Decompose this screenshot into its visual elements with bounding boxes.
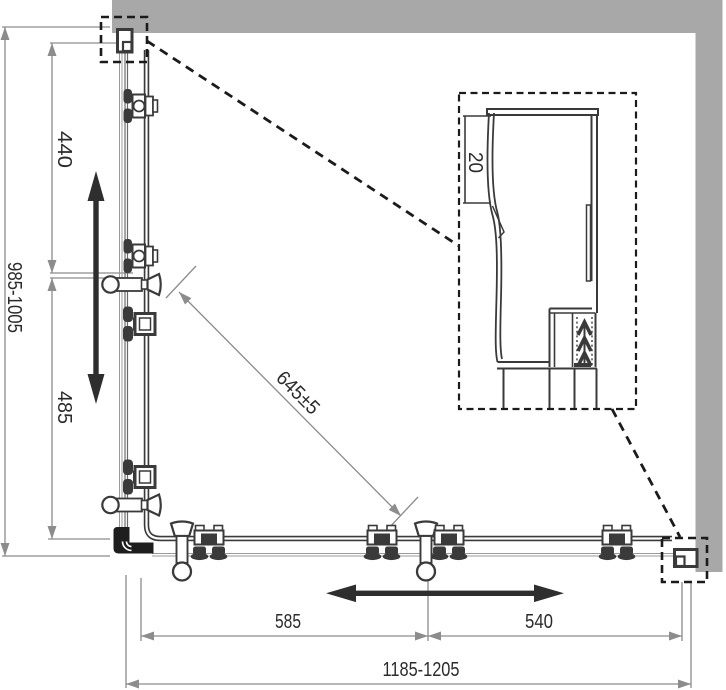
profile-left-wall [491,112,503,360]
arrowhead-diagonal [388,503,401,516]
dimension-label-bottom-fixed: 540 [525,611,553,633]
end-tick [165,265,197,299]
profile-top-flange [486,108,599,116]
horizontal-adjustment-arrow [326,584,564,603]
dimension-label-profile-depth: 20 [464,152,486,173]
corner-bracket [113,527,154,554]
dimension-label-bottom-door: 585 [275,611,301,633]
dimension-label-left-total: 985-1005 [3,262,25,333]
profile-slot [585,204,592,282]
arrowhead-down [47,260,57,273]
arrowhead-diagonal [179,292,192,305]
dimension-diagonal: 645±5 [165,265,419,530]
anchor-fir-tree [574,317,593,367]
anchor-chevron [576,333,593,352]
arrowhead-right [669,631,682,641]
profile-gasket-lip [491,205,505,239]
arrowhead-up [47,43,57,56]
profile-left-wall [486,112,499,363]
profile-cross-section [486,108,599,408]
arrowhead-up [0,27,10,40]
right-wall [695,0,723,572]
dimension-label-left-upper: 440 [53,131,75,168]
wall-profile-inner [121,40,133,53]
arrow-head-right [534,584,564,603]
top-wall [112,0,696,33]
arrow-head-up [87,171,105,201]
arrowhead-right [678,679,691,689]
dimension-line [178,291,402,517]
corner-bracket-arc [125,541,132,548]
arrowhead-left [428,631,441,641]
arrowhead-left [141,631,154,641]
arrow-head-left [326,584,356,603]
dimension-left-lower: 485 [47,278,110,540]
arrowhead-left [126,679,139,689]
dimension-left-upper: 440 [47,42,133,279]
arrowhead-up [47,278,57,291]
detail-leader-line [146,39,460,248]
callout-box-right [660,536,709,584]
arrowhead-down [47,526,57,539]
arrow-shaft [354,590,536,596]
vertical-adjustment-arrow [87,171,105,404]
walls [112,0,723,572]
corner-bracket-arc [121,541,132,552]
detail-leader-line [610,408,682,538]
top-wall-profile [99,15,149,64]
corner-rail-profile [143,50,672,542]
right-wall-profile [660,536,709,584]
left-rail-hardware [101,88,162,554]
anchor-chevron [576,317,593,336]
anchor-base-bar [574,363,591,367]
end-tick [387,496,419,530]
detail-inset: 20 [457,91,638,411]
dimension-bottom-fixed: 540 [428,582,683,641]
arrowhead-down [0,543,10,556]
dimension-bottom-door: 585 [140,543,429,641]
arrow-head-down [87,374,105,404]
frame-rails [119,33,674,557]
dimension-label-left-lower: 485 [53,391,75,424]
arrow-shaft [93,199,99,376]
dimension-left-total: 985-1005 [0,26,110,557]
dimension-bottom-total: 1185-1205 [125,575,692,689]
dimension-label-bottom-total: 1185-1205 [383,659,460,681]
anchor-chevron [576,348,593,367]
callout-box-top [99,15,149,64]
bottom-rail-hardware [169,520,637,582]
wall-profile-inner [674,555,686,568]
arrowhead-right [415,631,428,641]
detail-inset-border [457,91,638,411]
corner-rail-profile-highlight [145,50,672,540]
